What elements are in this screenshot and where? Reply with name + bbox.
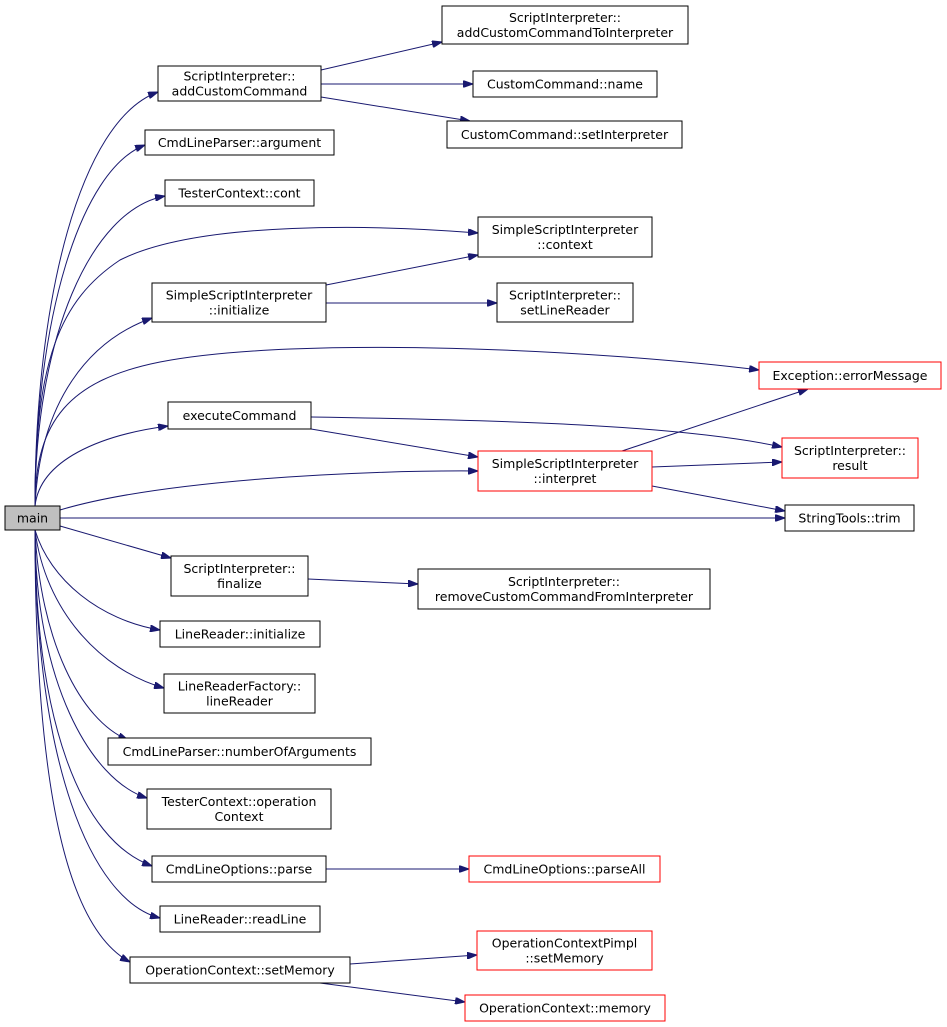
node-label-line: CmdLineParser::numberOfArguments <box>123 744 357 759</box>
edge-simple-script-interpreter-interpret-to-string-tools-trim <box>651 485 785 511</box>
node-label-line: TesterContext::cont <box>177 186 300 201</box>
edge-main-to-line-reader-initialize <box>34 529 160 630</box>
edge-simple-script-interpreter-initialize-to-simple-script-interpreter-context <box>325 255 478 286</box>
edge-main-to-tester-context-operation-context <box>34 529 147 798</box>
edge-operation-context-set-memory-to-operation-context-memory <box>319 982 465 1002</box>
edge-main-to-cmd-line-parser-argument <box>34 145 145 507</box>
node-label-line: TesterContext::operation <box>161 794 317 809</box>
node-cmd-line-parser-argument[interactable]: CmdLineParser::argument <box>144 129 335 156</box>
node-label-line: addCustomCommandToInterpreter <box>457 25 674 40</box>
node-line-reader-initialize[interactable]: LineReader::initialize <box>159 620 321 648</box>
node-add-custom-command-to-interpreter[interactable]: ScriptInterpreter::addCustomCommandToInt… <box>441 5 689 45</box>
edge-execute-command-to-simple-script-interpreter-interpret <box>310 428 478 457</box>
node-label-line: finalize <box>217 576 262 591</box>
node-label-line: ScriptInterpreter:: <box>509 10 621 25</box>
node-script-interpreter-finalize[interactable]: ScriptInterpreter::finalize <box>170 555 309 597</box>
node-label-line: OperationContextPimpl <box>492 936 638 951</box>
node-label-line: Exception::errorMessage <box>773 368 928 383</box>
node-label-line: OperationContext::memory <box>479 1001 651 1016</box>
edge-main-to-cmd-line-parser-number-of-arguments <box>34 529 128 740</box>
node-label-line: SimpleScriptInterpreter <box>492 456 639 471</box>
edge-operation-context-set-memory-to-operation-context-pimpl-set-memory <box>349 955 477 965</box>
node-operation-context-memory[interactable]: OperationContext::memory <box>464 994 666 1022</box>
edge-main-to-exception-error-message <box>34 346 759 507</box>
node-label-line: lineReader <box>206 694 274 709</box>
node-label-line: ScriptInterpreter:: <box>183 561 295 576</box>
node-label-line: ScriptInterpreter:: <box>508 574 620 589</box>
node-line-reader-read-line[interactable]: LineReader::readLine <box>159 905 321 933</box>
node-label-line: main <box>17 511 48 526</box>
edge-main-to-simple-script-interpreter-context <box>34 227 478 507</box>
edge-main-to-line-reader-read-line <box>34 529 160 918</box>
node-add-custom-command[interactable]: ScriptInterpreter::addCustomCommand <box>157 65 322 102</box>
edge-main-to-operation-context-set-memory <box>34 529 130 962</box>
node-script-interpreter-result[interactable]: ScriptInterpreter::result <box>781 437 919 479</box>
edge-main-to-simple-script-interpreter-interpret <box>59 471 478 511</box>
edge-main-to-script-interpreter-finalize <box>59 525 171 558</box>
node-exception-error-message[interactable]: Exception::errorMessage <box>758 361 942 390</box>
node-label-line: ::setMemory <box>525 951 604 966</box>
node-execute-command[interactable]: executeCommand <box>167 401 312 430</box>
node-label-line: CustomCommand::name <box>487 77 643 92</box>
node-line-reader-factory-line-reader[interactable]: LineReaderFactory::lineReader <box>163 673 316 714</box>
node-label-line: ScriptInterpreter:: <box>509 288 621 303</box>
edge-main-to-simple-script-interpreter-initialize <box>34 318 152 507</box>
edge-execute-command-to-script-interpreter-result <box>310 416 782 447</box>
node-operation-context-set-memory[interactable]: OperationContext::setMemory <box>129 956 351 984</box>
node-label-line: LineReader::initialize <box>175 627 306 642</box>
node-label-line: OperationContext::setMemory <box>145 963 335 978</box>
node-cmd-line-parser-number-of-arguments[interactable]: CmdLineParser::numberOfArguments <box>107 737 372 766</box>
edge-simple-script-interpreter-interpret-to-script-interpreter-result <box>651 462 782 468</box>
node-custom-command-set-interpreter[interactable]: CustomCommand::setInterpreter <box>446 120 683 149</box>
node-label-line: executeCommand <box>183 408 297 423</box>
node-remove-custom-command-from-interpreter[interactable]: ScriptInterpreter::removeCustomCommandFr… <box>417 568 711 610</box>
edge-main-to-line-reader-factory-line-reader <box>34 529 164 688</box>
node-custom-command-name[interactable]: CustomCommand::name <box>472 70 658 98</box>
node-label-line: setLineReader <box>520 303 610 318</box>
node-string-tools-trim[interactable]: StringTools::trim <box>784 504 915 532</box>
node-label-line: CmdLineOptions::parseAll <box>484 862 646 877</box>
edge-add-custom-command-to-add-custom-command-to-interpreter <box>320 42 442 71</box>
node-label-line: StringTools::trim <box>798 511 900 526</box>
edge-main-to-tester-context-cont <box>34 196 165 507</box>
edge-add-custom-command-to-custom-command-set-interpreter <box>320 96 470 121</box>
node-label-line: CustomCommand::setInterpreter <box>461 127 669 142</box>
node-label-line: ScriptInterpreter:: <box>183 69 295 84</box>
node-label-line: SimpleScriptInterpreter <box>166 288 313 303</box>
edge-simple-script-interpreter-interpret-to-exception-error-message <box>621 389 808 452</box>
node-simple-script-interpreter-interpret[interactable]: SimpleScriptInterpreter::interpret <box>477 450 653 492</box>
node-script-interpreter-set-line-reader[interactable]: ScriptInterpreter::setLineReader <box>496 282 634 323</box>
node-label-line: LineReaderFactory:: <box>178 679 301 694</box>
node-label-line: ScriptInterpreter:: <box>794 443 906 458</box>
edge-main-to-cmd-line-options-parse <box>34 529 152 866</box>
node-label-line: CmdLineParser::argument <box>158 135 321 150</box>
node-label-line: result <box>832 458 867 473</box>
node-label-line: SimpleScriptInterpreter <box>492 222 639 237</box>
node-operation-context-pimpl-set-memory[interactable]: OperationContextPimpl::setMemory <box>476 930 653 971</box>
node-cmd-line-options-parse[interactable]: CmdLineOptions::parse <box>151 855 327 883</box>
node-label-line: CmdLineOptions::parse <box>166 862 313 877</box>
node-label-line: ::context <box>537 237 593 252</box>
node-simple-script-interpreter-initialize[interactable]: SimpleScriptInterpreter::initialize <box>151 282 327 323</box>
node-label-line: ::interpret <box>534 471 597 486</box>
edge-script-interpreter-finalize-to-remove-custom-command-from-interpreter <box>307 578 418 584</box>
node-label-line: removeCustomCommandFromInterpreter <box>435 589 694 604</box>
node-label-line: Context <box>215 809 264 824</box>
node-cmd-line-options-parse-all[interactable]: CmdLineOptions::parseAll <box>468 855 661 883</box>
node-tester-context-cont[interactable]: TesterContext::cont <box>164 179 315 207</box>
node-label-line: addCustomCommand <box>172 84 308 99</box>
edge-main-to-execute-command <box>34 426 168 507</box>
node-label-line: LineReader::readLine <box>174 912 307 927</box>
node-simple-script-interpreter-context[interactable]: SimpleScriptInterpreter::context <box>477 216 653 258</box>
node-label-line: ::initialize <box>209 303 270 318</box>
node-main[interactable]: main <box>4 505 61 531</box>
